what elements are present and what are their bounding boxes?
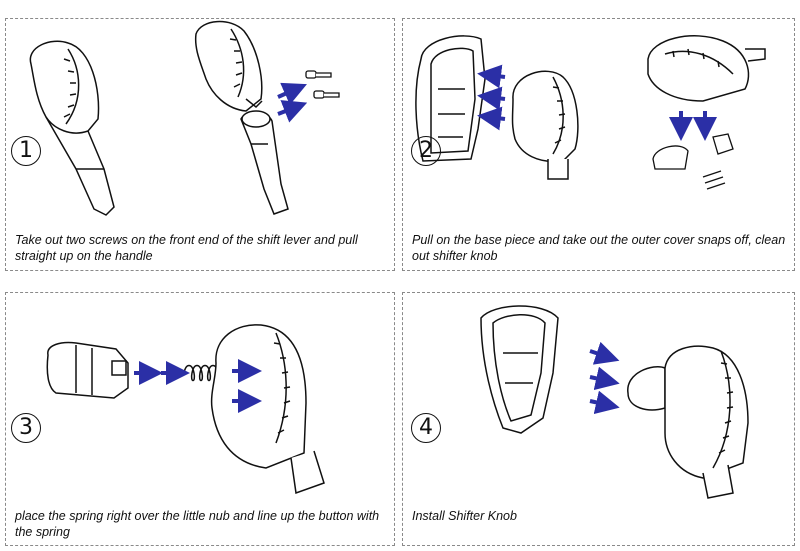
shift-knob-with-lever — [29, 40, 115, 216]
screw-icons — [305, 70, 340, 99]
step-caption: Install Shifter Knob — [412, 509, 517, 523]
small-parts — [652, 133, 734, 190]
direction-arrows — [477, 64, 717, 141]
step-caption: Take out two screws on the front end of … — [15, 233, 358, 263]
step-number-badge: 4 — [411, 413, 441, 443]
spring — [183, 364, 219, 382]
knob-top-right — [647, 35, 766, 102]
step-number-badge: 3 — [11, 413, 41, 443]
step-number-badge: 2 — [411, 136, 441, 166]
shift-knob — [627, 345, 749, 499]
direction-arrows — [277, 82, 308, 123]
base-piece — [415, 35, 486, 162]
step-caption: place the spring right over the little n… — [15, 509, 380, 539]
step-caption: Pull on the base piece and take out the … — [412, 233, 786, 263]
outer-cover-knob — [511, 70, 579, 180]
step-2-panel: 2 Pull on the base piece and take out th… — [402, 18, 795, 271]
direction-arrows — [134, 359, 262, 413]
step-3-illustration — [46, 324, 325, 495]
shifter-button — [46, 341, 129, 399]
step-number-badge: 1 — [11, 136, 41, 166]
step-4-panel: 4 Install Shifter Knob — [402, 292, 795, 546]
shift-lever-shaft — [240, 110, 289, 215]
base-piece — [480, 305, 559, 434]
step-3-panel: 3 place the spring right over the little… — [5, 292, 395, 546]
step-4-illustration — [480, 305, 749, 499]
step-1-panel: 1 Take out two screws on the front end o… — [5, 18, 395, 271]
step-2-illustration — [415, 35, 766, 190]
direction-arrows — [589, 341, 620, 415]
shift-knob-removed — [194, 20, 263, 112]
step-1-illustration — [29, 20, 340, 216]
shift-knob — [210, 324, 325, 495]
